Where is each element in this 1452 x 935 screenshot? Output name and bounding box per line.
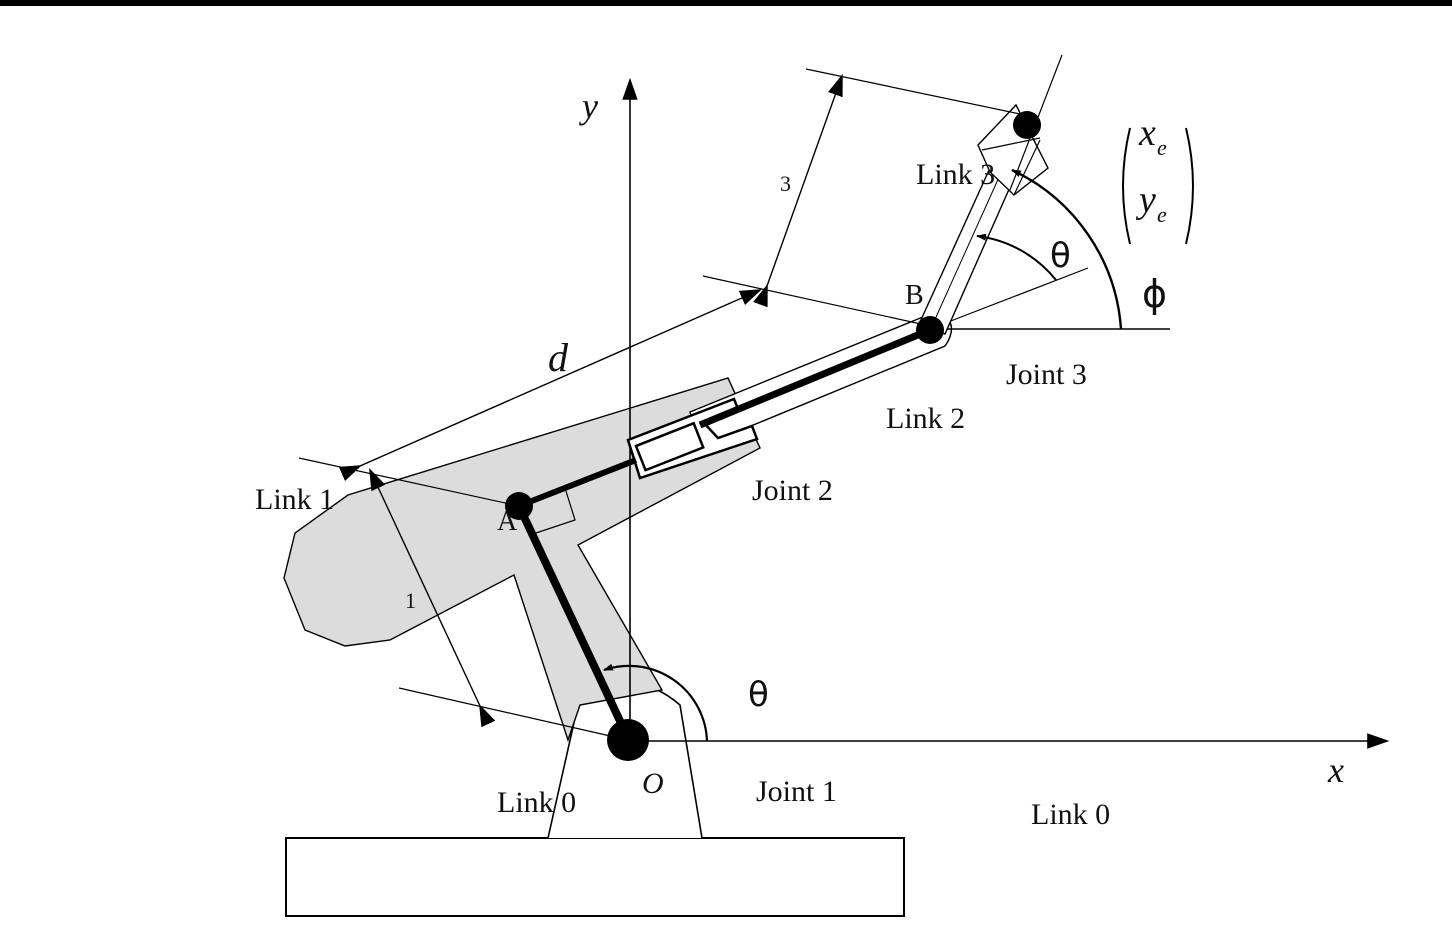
joint-3-theta-arc	[976, 233, 1057, 281]
dim-3-label: 3	[780, 171, 791, 196]
end-effector-frame	[981, 137, 1041, 196]
dim-1-line	[369, 468, 496, 728]
link-1-label: Link 1	[255, 483, 334, 516]
end-effector-y-sub: e	[1157, 202, 1167, 227]
phi-angle-arc	[1011, 168, 1123, 330]
dim-3-ext-top	[805, 68, 1021, 115]
end-effector-x-sub: e	[1157, 135, 1167, 160]
point-a-label: A	[497, 506, 518, 537]
dim-d-ext-right	[702, 275, 931, 327]
link-3-inner-edge	[931, 174, 1001, 327]
joint-1-label: Joint 1	[756, 775, 837, 808]
right-angle-mark	[518, 487, 576, 536]
ground-base	[285, 837, 905, 917]
point-b-label: B	[905, 280, 924, 311]
link-3-label: Link 3	[916, 158, 995, 191]
vector-right-paren	[1185, 127, 1194, 245]
y-axis-label: y	[579, 86, 598, 126]
theta-1-label: θ	[748, 675, 769, 715]
link-0-right-label: Link 0	[1031, 798, 1110, 831]
end-effector-y-var: y	[1135, 179, 1156, 221]
end-effector-x-var: x	[1138, 112, 1156, 154]
dim-d-line	[338, 289, 763, 482]
end-effector-dot	[1013, 111, 1041, 139]
link-1-bar	[515, 504, 632, 740]
point-b-dot	[916, 316, 944, 344]
joint-1-angle-arc	[603, 663, 709, 742]
link-0-left-label: Link 0	[497, 786, 576, 819]
joint-2-label: Joint 2	[752, 474, 833, 507]
joint-3-label: Joint 3	[1006, 358, 1087, 391]
x-axis-label: x	[1327, 750, 1344, 790]
link-3-body	[919, 167, 1015, 335]
theta-3-label: θ	[1050, 236, 1071, 276]
phi-label: ϕ	[1142, 272, 1167, 316]
dim-d-label: d	[548, 335, 569, 380]
origin-label: O	[642, 767, 664, 800]
link-2-label: Link 2	[886, 402, 965, 435]
vector-left-paren	[1122, 127, 1131, 245]
link-2-extension-line	[929, 267, 1089, 330]
dim-3-line	[753, 73, 843, 308]
top-border	[0, 0, 1452, 6]
dim-1-label: 1	[405, 588, 416, 613]
